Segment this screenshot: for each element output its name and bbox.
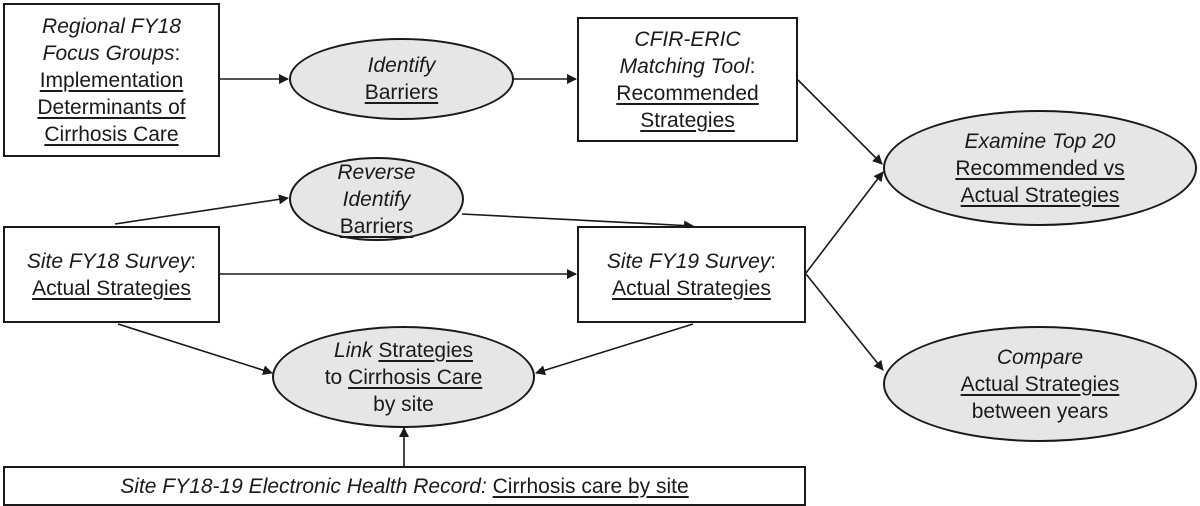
- regional-title: Regional FY18: [42, 14, 181, 38]
- site18-colon: :: [190, 249, 197, 273]
- reverse-identify-label: Identify: [342, 187, 411, 211]
- examine-top20-ellipse: Examine Top 20 Recommended vs Actual Str…: [883, 110, 1197, 226]
- ehr-box: Site FY18-19 Electronic Health Record: C…: [3, 466, 806, 506]
- reverse-barriers-label: Barriers: [339, 214, 414, 238]
- cfir-line-1: Recommended: [616, 81, 759, 105]
- examine-title: Examine Top 20: [964, 129, 1116, 153]
- compare-between-years: between years: [971, 399, 1109, 423]
- cfir-line-2: Strategies: [640, 108, 735, 132]
- site-fy19-survey-box: Site FY19 Survey: Actual Strategies: [577, 226, 806, 323]
- cfir-title: CFIR-ERIC: [634, 27, 741, 51]
- site18-strategies: Actual Strategies: [32, 276, 191, 300]
- cfir-colon: :: [749, 54, 756, 78]
- reverse-identify-barriers-ellipse: Reverse Identify Barriers: [289, 157, 464, 241]
- link-strategies: Strategies: [378, 338, 473, 362]
- link-label: Link: [334, 338, 373, 362]
- regional-subtitle: Focus Groups: [42, 41, 175, 65]
- reverse-label: Reverse: [337, 160, 416, 184]
- compare-ellipse: Compare Actual Strategies between years: [883, 326, 1197, 442]
- regional-colon: :: [174, 41, 181, 65]
- examine-line-2: Actual Strategies: [960, 183, 1120, 207]
- regional-line-1: Implementation: [39, 68, 184, 92]
- site19-strategies: Actual Strategies: [612, 276, 771, 300]
- compare-title: Compare: [996, 345, 1084, 369]
- site19-colon: :: [770, 249, 777, 273]
- arrow-site19-to-examine: [805, 171, 884, 274]
- ehr-cirrhosis-care: Cirrhosis care by site: [492, 474, 689, 498]
- arrow-reverse-to-site19: [461, 213, 694, 231]
- site19-title: Site FY19 Survey: [606, 249, 771, 273]
- link-cirrhosis-care: Cirrhosis Care: [348, 365, 483, 389]
- arrow-cfir-to-examine: [797, 79, 883, 165]
- link-to: to: [324, 365, 343, 389]
- identify-label: Identify: [367, 54, 436, 77]
- link-strategies-ellipse: Link Strategies to Cirrhosis Care by sit…: [272, 326, 535, 428]
- regional-line-3: Cirrhosis Care: [44, 122, 179, 146]
- arrow-site18-to-reverse: [114, 194, 289, 225]
- identify-barriers-ellipse: Identify Barriers: [289, 38, 514, 120]
- site18-title: Site FY18 Survey: [26, 249, 191, 273]
- arrow-site19-to-compare: [805, 273, 884, 371]
- compare-strategies: Actual Strategies: [960, 372, 1120, 396]
- examine-line-1: Recommended vs: [955, 156, 1125, 180]
- site-fy18-survey-box: Site FY18 Survey: Actual Strategies: [3, 226, 220, 323]
- cfir-subtitle: Matching Tool: [619, 54, 750, 78]
- arrow-site18-to-link: [117, 323, 273, 376]
- link-by-site: by site: [373, 392, 434, 416]
- arrow-site19-to-link: [535, 323, 694, 376]
- ehr-title: Site FY18-19 Electronic Health Record:: [120, 474, 487, 498]
- identify-barriers-label: Barriers: [364, 81, 439, 104]
- regional-line-2: Determinants of: [37, 95, 186, 119]
- cfir-eric-box: CFIR-ERIC Matching Tool: Recommended Str…: [577, 17, 798, 142]
- regional-focus-groups-box: Regional FY18 Focus Groups: Implementati…: [3, 3, 220, 157]
